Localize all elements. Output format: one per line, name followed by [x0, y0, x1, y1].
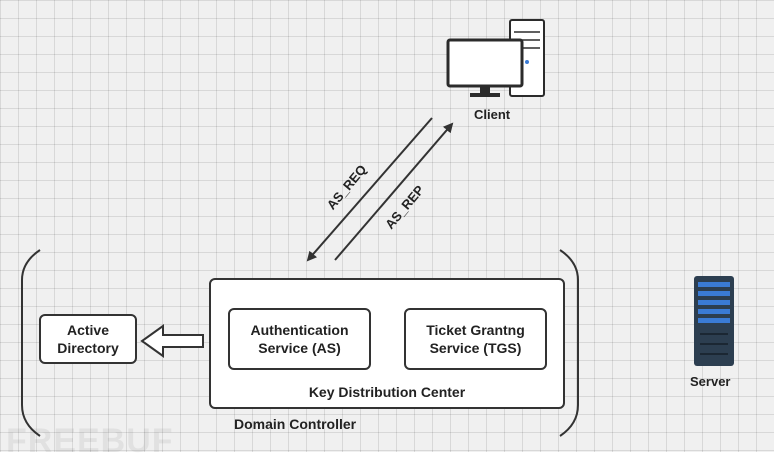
as-box-line1: Authentication	[250, 322, 349, 338]
as-req-label: AS_REQ	[324, 162, 370, 213]
watermark-logo: FREEBUF	[6, 422, 174, 460]
authentication-service-box: Authentication Service (AS)	[228, 308, 371, 370]
server-rack-icon	[694, 276, 734, 366]
active-directory-box: Active Directory	[39, 314, 137, 364]
domain-controller-right-bracket	[559, 249, 579, 437]
domain-controller-label: Domain Controller	[234, 416, 357, 432]
desktop-computer-icon	[446, 19, 545, 97]
ticket-granting-service-box: Ticket Grantng Service (TGS)	[404, 308, 547, 370]
tgs-box-line2: Service (TGS)	[429, 340, 522, 356]
as-req-arrow	[306, 117, 433, 262]
active-directory-line1: Active	[66, 322, 110, 338]
tgs-box-line1: Ticket Grantng	[426, 322, 525, 338]
client-label: Client	[474, 107, 511, 122]
kdc-to-active-directory-arrow	[140, 324, 204, 358]
as-rep-arrow	[334, 122, 454, 261]
kdc-label: Key Distribution Center	[308, 384, 466, 400]
active-directory-line2: Directory	[57, 340, 119, 356]
as-box-line2: Service (AS)	[258, 340, 341, 356]
domain-controller-left-bracket	[21, 249, 41, 437]
server-label: Server	[690, 374, 731, 389]
as-rep-label: AS_REP	[382, 182, 427, 232]
